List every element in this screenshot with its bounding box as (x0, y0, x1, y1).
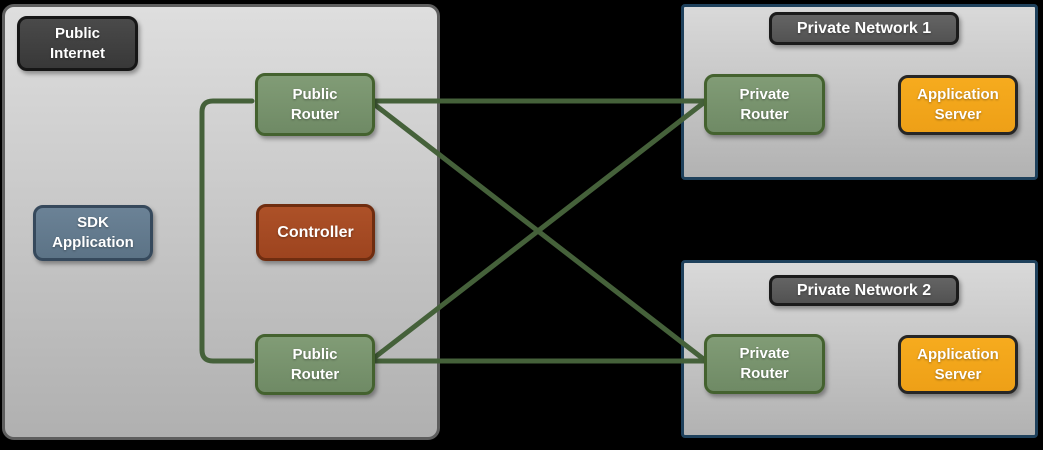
controller-node: Controller (256, 204, 375, 261)
private-network-1-region: Private Network 1 Private Router Applica… (681, 4, 1038, 180)
private-network-2-region: Private Network 2 Private Router Applica… (681, 260, 1038, 438)
private-network-1-title: Private Network 1 (769, 12, 959, 45)
public-router-top-node: Public Router (255, 73, 375, 136)
public-internet-label: Public Internet (17, 16, 138, 71)
private-router-2-node: Private Router (704, 334, 825, 394)
application-server-1-node: Application Server (898, 75, 1018, 135)
router-bracket-link (199, 98, 255, 364)
private-router-1-node: Private Router (704, 74, 825, 135)
public-internet-region: Public Internet SDK Application Controll… (2, 4, 440, 440)
sdk-application-node: SDK Application (33, 205, 153, 261)
link-bottom-router-to-network1 (367, 98, 709, 364)
public-router-bottom-node: Public Router (255, 334, 375, 395)
application-server-2-node: Application Server (898, 335, 1018, 394)
private-network-2-title: Private Network 2 (769, 275, 959, 306)
